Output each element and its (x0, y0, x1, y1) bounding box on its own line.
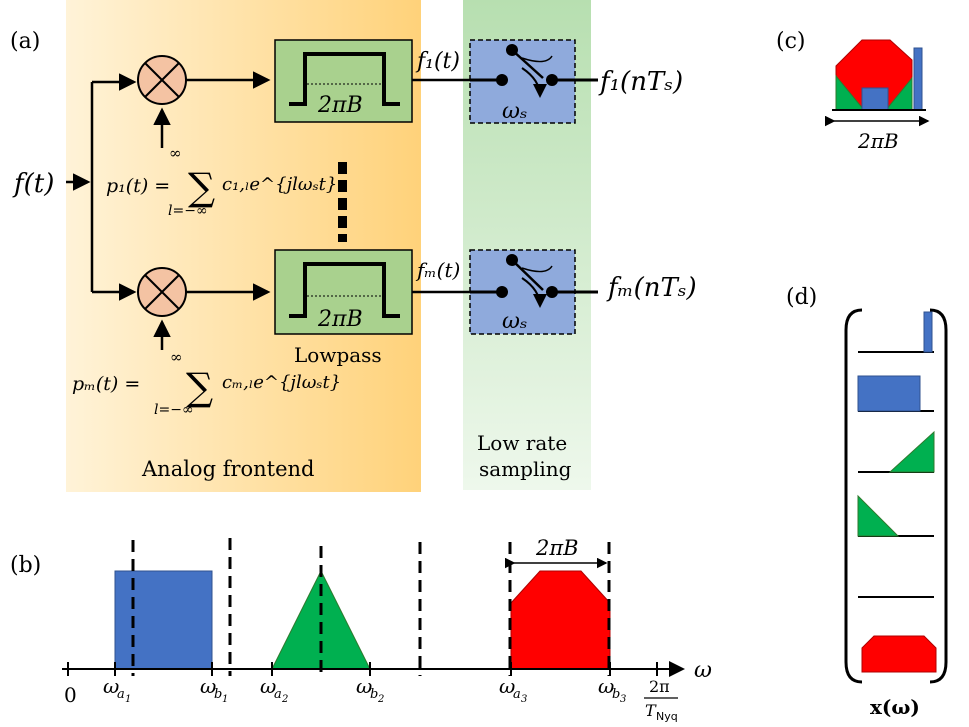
svg-text:ω: ω (260, 674, 276, 698)
svg-text:b: b (370, 687, 378, 702)
f1-label: f₁(t) (415, 49, 460, 74)
svg-text:pₘ(t) =: pₘ(t) = (72, 373, 140, 395)
svg-text:∞: ∞ (170, 348, 183, 366)
fM-label: fₘ(t) (415, 258, 460, 282)
svg-text:a: a (274, 687, 282, 702)
lpf1-bandwidth: 2πB (317, 93, 363, 118)
vector-label: x(ω) (870, 695, 920, 719)
low-rate-caption-2: sampling (479, 457, 572, 481)
bandwidth-label-b: 2πB (535, 536, 579, 560)
output1-label: f₁(nTₛ) (598, 67, 683, 97)
branch-ellipsis (338, 162, 347, 242)
svg-text:b: b (612, 687, 620, 702)
aliased-spectrum (832, 39, 926, 111)
mixer-M (137, 267, 187, 317)
panel-label-a: (a) (10, 29, 40, 54)
right-bracket (929, 308, 948, 684)
axis-ticks (67, 662, 658, 676)
svg-text:a: a (513, 687, 521, 702)
lowpass-filter-M (274, 249, 413, 335)
svg-text:cₘ,ₗe^{jlωₛt}: cₘ,ₗe^{jlωₛt} (222, 372, 341, 393)
tick-label-b3: ω b 3 (598, 674, 626, 705)
svg-text:T: T (645, 701, 657, 720)
svg-text:3: 3 (521, 694, 527, 705)
svg-text:1: 1 (222, 694, 228, 705)
svg-text:ω: ω (200, 674, 216, 698)
sampler-M (469, 249, 598, 335)
svg-text:2π: 2π (649, 677, 670, 696)
sampler-1 (469, 39, 598, 124)
svg-text:∞: ∞ (169, 144, 182, 162)
svg-text:2: 2 (377, 694, 384, 705)
svg-text:1: 1 (125, 694, 131, 705)
vector-entry-2 (857, 375, 934, 412)
input-signal-label: f(t) (12, 169, 54, 199)
svg-text:∑: ∑ (188, 165, 215, 209)
nyquist-label: 2π T Nyq (644, 677, 678, 723)
tick-label-a1: ω a 1 (103, 674, 131, 705)
outputM-label: fₘ(nTₛ) (606, 273, 697, 303)
svg-text:p₁(t) =: p₁(t) = (106, 175, 170, 197)
sampler1-rate: ωₛ (502, 99, 527, 124)
pM-formula: pₘ(t) = ∞ ∑ l=−∞ cₘ,ₗe^{jlωₛt} (72, 348, 341, 418)
left-bracket (844, 308, 863, 684)
lowpass-caption: Lowpass (294, 343, 382, 367)
tick-label-b2: ω b 2 (356, 674, 384, 705)
tick-label-b1: ω b 1 (200, 674, 228, 705)
axis-variable: ω (694, 658, 712, 683)
vector-entry-3 (858, 430, 935, 473)
svg-text:Nyq: Nyq (656, 710, 678, 723)
samplerM-rate: ωₛ (502, 309, 527, 334)
svg-text:b: b (214, 687, 222, 702)
svg-text:l=−∞: l=−∞ (168, 203, 208, 219)
svg-text:l=−∞: l=−∞ (154, 402, 194, 418)
svg-text:∑: ∑ (186, 365, 213, 409)
mixer-1 (137, 55, 187, 105)
svg-text:ω: ω (356, 674, 372, 698)
svg-text:3: 3 (620, 694, 626, 705)
panel-label-b: (b) (10, 553, 41, 578)
analog-frontend-caption: Analog frontend (141, 457, 315, 481)
low-rate-caption-1: Low rate (477, 431, 567, 455)
spectrum-dashed-lines (131, 538, 611, 676)
svg-text:a: a (117, 687, 125, 702)
band-1-rect (114, 570, 213, 670)
lowpass-filter-1 (274, 39, 413, 123)
vector-entry-6 (861, 635, 937, 673)
tick-label-a3: ω a 3 (499, 674, 527, 705)
svg-text:ω: ω (598, 674, 614, 698)
p1-formula: p₁(t) = ∞ ∑ l=−∞ c₁,ₗe^{jlωₛt} (106, 144, 337, 219)
panel-label-c: (c) (776, 29, 806, 54)
axis-zero: 0 (64, 683, 77, 707)
band-3-polygon (510, 570, 611, 670)
svg-text:2: 2 (281, 694, 288, 705)
svg-text:ω: ω (103, 674, 119, 698)
vector-entry-4 (857, 494, 934, 537)
tick-label-a2: ω a 2 (260, 674, 288, 705)
lpfM-bandwidth: 2πB (317, 307, 363, 332)
panel-label-d: (d) (786, 285, 817, 310)
bandwidth-label-c: 2πB (857, 129, 899, 153)
svg-text:c₁,ₗe^{jlωₛt}: c₁,ₗe^{jlωₛt} (222, 174, 337, 195)
vector-entry-1 (858, 311, 934, 353)
svg-text:ω: ω (499, 674, 515, 698)
tick-labels: ω a 1 ω b 1 ω a 2 ω b 2 ω a 3 ω b 3 (103, 674, 626, 705)
